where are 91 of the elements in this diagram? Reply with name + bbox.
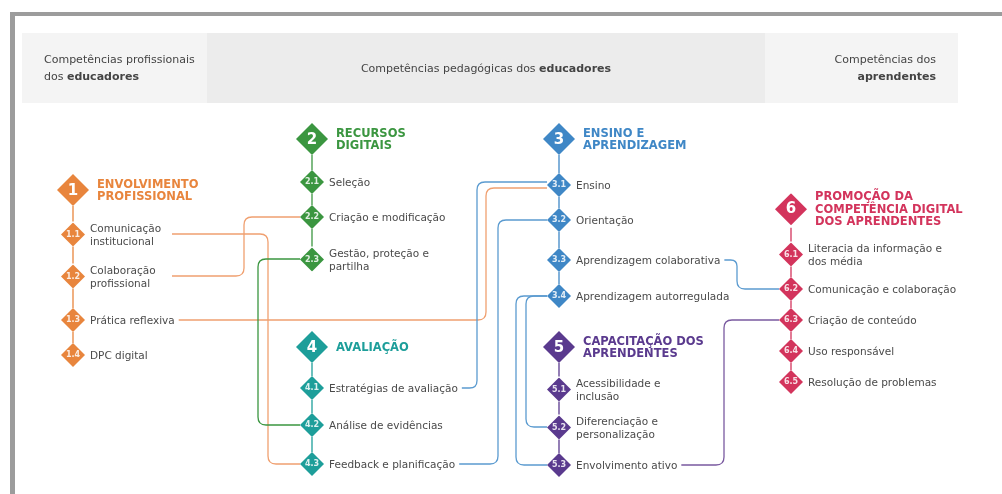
band-label: Competências profissionais dos educadores — [44, 52, 196, 85]
spine-line — [311, 399, 313, 414]
connector-line — [525, 295, 548, 428]
area-number: 5 — [553, 339, 565, 355]
area-number: 1 — [67, 182, 79, 198]
item-number: 2.3 — [304, 255, 320, 263]
competence-label: Comunicação institucional — [90, 221, 163, 247]
spine-line — [558, 438, 560, 454]
spine-line — [790, 331, 792, 340]
spine-line — [558, 271, 560, 285]
competence-label: Literacia da informação e dos média — [808, 241, 943, 267]
competence-label: Criação e modificação — [329, 210, 446, 224]
competence-label: Acessibilidade e inclusão — [576, 376, 662, 402]
band-label: Competências dos aprendentes — [833, 52, 936, 85]
spine-line — [311, 154, 313, 171]
area-number: 6 — [785, 201, 797, 217]
connector-line — [171, 233, 301, 465]
item-number: 4.1 — [304, 384, 320, 392]
competence-label: Diferenciação e personalização — [576, 414, 659, 440]
spine-line — [311, 362, 313, 377]
spine-line — [558, 400, 560, 416]
competence-label: Colaboração profissional — [90, 263, 157, 289]
competence-label: Envolvimento ativo — [576, 458, 678, 472]
area-title: ENVOLVIMENTO PROFISSIONAL — [97, 177, 200, 203]
item-number: 2.1 — [304, 178, 320, 186]
area-title: CAPACITAÇÃO DOS APRENDENTES — [583, 334, 705, 360]
competence-label: Feedback e planificação — [329, 457, 456, 471]
item-number: 6.3 — [783, 316, 799, 324]
spine-line — [72, 205, 74, 223]
spine-line — [790, 227, 792, 243]
connector-line — [178, 187, 548, 321]
area-number: 3 — [553, 131, 565, 147]
spine-line — [790, 300, 792, 309]
area-title: PROMOÇÃO DA COMPETÊNCIA DIGITAL DOS APRENDENTES — [815, 190, 964, 228]
competence-label: Uso responsável — [808, 344, 895, 358]
connector-line — [461, 181, 548, 389]
area-title: ENSINO E APRENDIZAGEM — [583, 126, 688, 152]
spine-line — [72, 245, 74, 265]
competence-label: Prática reflexiva — [90, 313, 175, 327]
item-number: 1.2 — [65, 272, 81, 280]
competence-label: Ensino — [576, 178, 611, 192]
connector-line — [680, 319, 780, 466]
connector-line — [515, 295, 548, 466]
competence-label: Seleção — [329, 175, 371, 189]
item-number: 6.1 — [783, 250, 799, 258]
item-number: 1.1 — [65, 230, 81, 238]
item-number: 3.3 — [551, 256, 567, 264]
item-number: 3.4 — [551, 292, 567, 300]
band-label: Competências pedagógicas dos educadores — [360, 60, 612, 77]
item-number: 6.4 — [783, 347, 799, 355]
competence-label: Estratégias de avaliação — [329, 381, 458, 395]
connector-line — [257, 258, 301, 426]
spine-line — [72, 287, 74, 309]
competence-label: DPC digital — [90, 348, 148, 362]
area-title: RECURSOS DIGITAIS — [336, 126, 407, 152]
competence-label: Gestão, proteção e partilha — [329, 246, 430, 272]
item-number: 1.3 — [65, 316, 81, 324]
item-number: 6.2 — [783, 285, 799, 293]
spine-line — [72, 331, 74, 344]
spine-line — [790, 265, 792, 278]
competence-label: Aprendizagem autorregulada — [576, 289, 730, 303]
spine-line — [558, 231, 560, 249]
item-number: 5.3 — [551, 461, 567, 469]
item-number: 5.1 — [551, 385, 567, 393]
competence-label: Aprendizagem colaborativa — [576, 253, 721, 267]
connector-line — [458, 219, 548, 465]
area-number: 2 — [306, 131, 318, 147]
item-number: 3.1 — [551, 181, 567, 189]
competence-label: Criação de conteúdo — [808, 313, 917, 327]
item-number: 2.2 — [304, 213, 320, 221]
competence-label: Orientação — [576, 213, 634, 227]
item-number: 6.5 — [783, 378, 799, 386]
competence-label: Análise de evidências — [329, 418, 443, 432]
spine-line — [558, 154, 560, 174]
spine-line — [311, 228, 313, 248]
competence-label: Comunicação e colaboração — [808, 282, 957, 296]
spine-line — [790, 362, 792, 371]
spine-line — [311, 193, 313, 206]
item-number: 4.2 — [304, 421, 320, 429]
spine-line — [558, 196, 560, 209]
connector-line — [171, 216, 301, 277]
spine-line — [311, 436, 313, 453]
area-number: 4 — [306, 339, 318, 355]
area-title: AVALIAÇÃO — [336, 340, 410, 354]
item-number: 3.2 — [551, 216, 567, 224]
item-number: 5.2 — [551, 423, 567, 431]
connector-line — [723, 259, 780, 290]
item-number: 1.4 — [65, 351, 81, 359]
item-number: 4.3 — [304, 460, 320, 468]
competence-label: Resolução de problemas — [808, 375, 937, 389]
spine-line — [558, 362, 560, 378]
